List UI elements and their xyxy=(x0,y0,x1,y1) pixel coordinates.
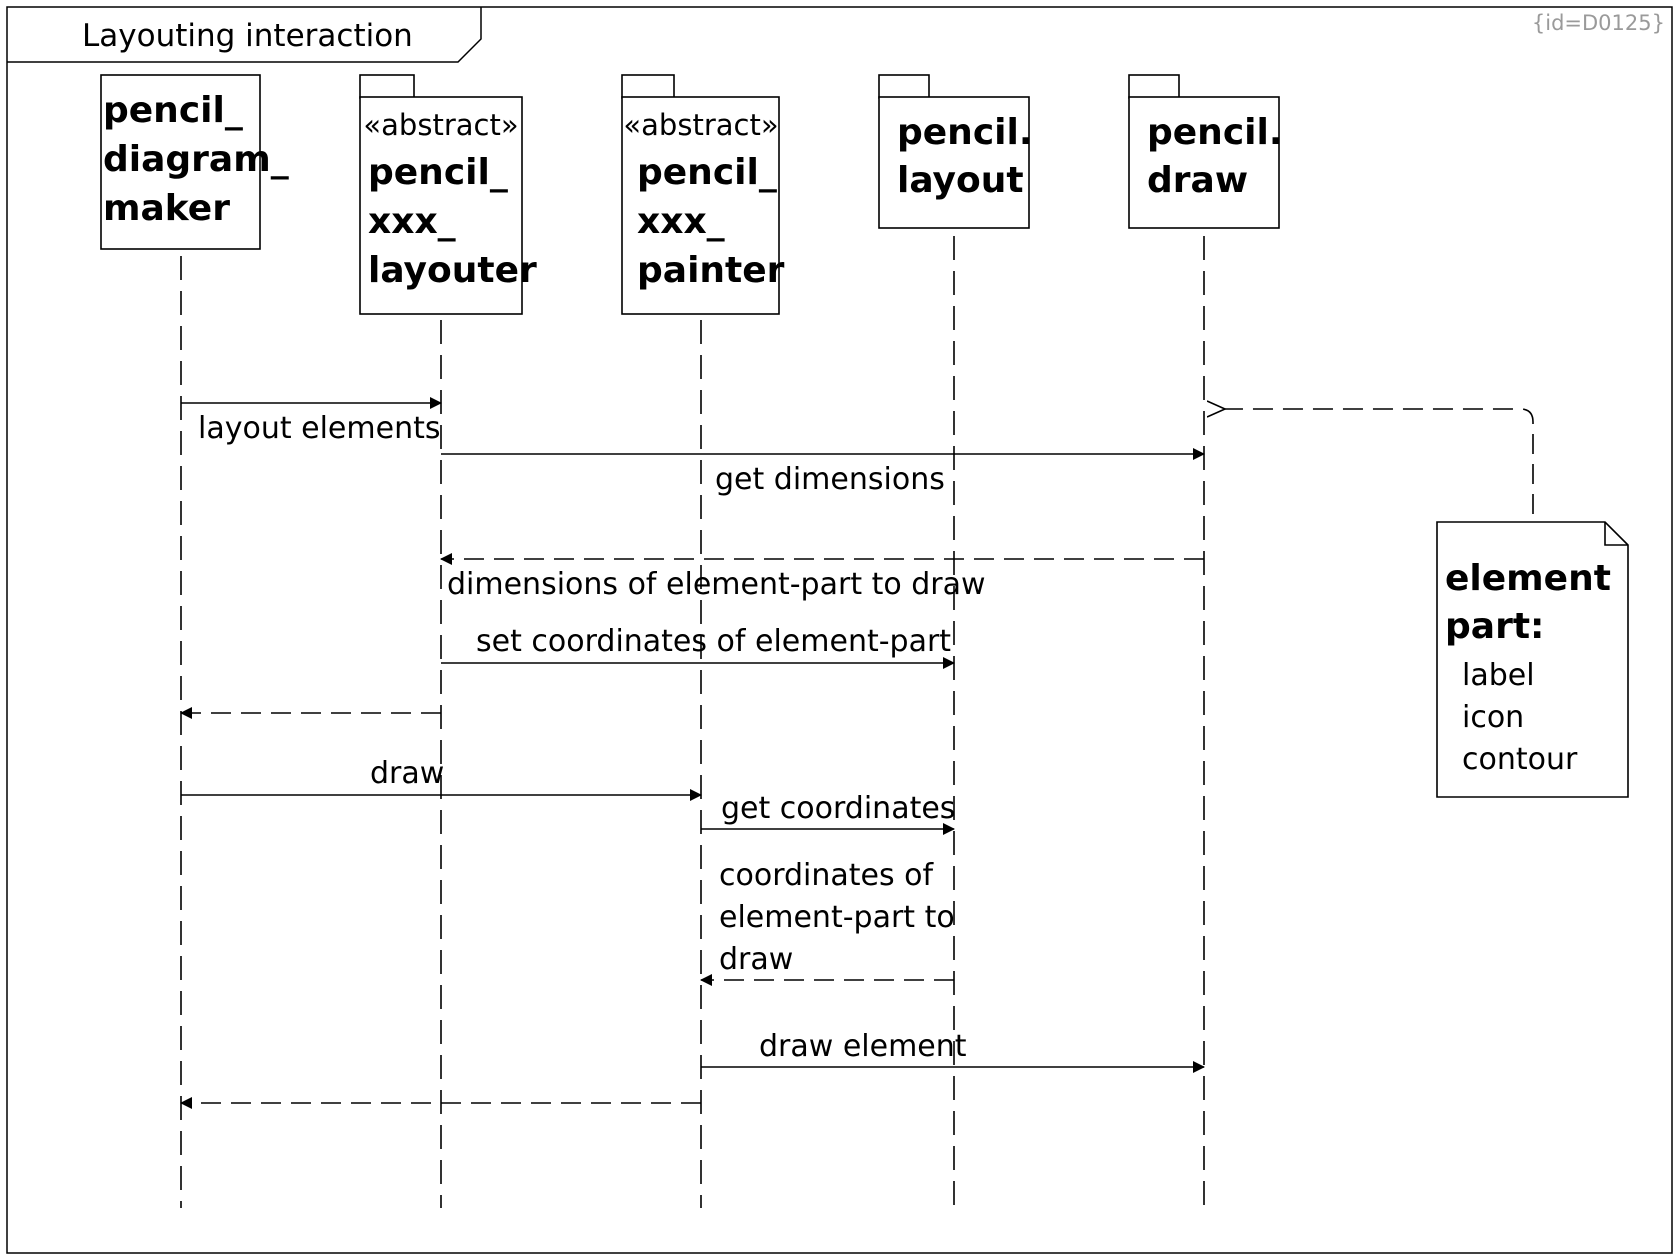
message-label-layout-elements: layout elements xyxy=(198,411,440,446)
frame-title-tab xyxy=(7,7,482,63)
message-label-draw-element: draw element xyxy=(759,1029,967,1064)
note-element-part: element part: label icon contour xyxy=(1436,521,1629,798)
frame-id-tag: {id=D0125} xyxy=(1532,11,1665,35)
note-title: element part: xyxy=(1445,558,1623,647)
participant-maker-name: pencil_ diagram_ maker xyxy=(103,90,301,229)
message-label-set-coordinates: set coordinates of element-part xyxy=(476,624,951,659)
message-label-dimensions-return: dimensions of element-part to draw xyxy=(447,567,986,602)
diagram-frame xyxy=(6,6,1673,1254)
participant-layouter: «abstract» pencil_ xxx_ layouter xyxy=(359,74,537,315)
note-items: label icon contour xyxy=(1462,658,1578,777)
message-label-get-coordinates: get coordinates xyxy=(721,791,955,826)
message-label-draw: draw xyxy=(370,756,444,791)
participant-layout: pencil. layout xyxy=(878,74,1045,229)
participant-painter-name: pencil_ xxx_ painter xyxy=(637,152,789,291)
participant-maker: pencil_ diagram_ maker xyxy=(100,74,301,250)
frame-title: Layouting interaction xyxy=(82,18,413,54)
participant-layouter-stereotype: «abstract» xyxy=(363,108,518,142)
participant-draw-name: pencil. draw xyxy=(1147,112,1295,201)
note-connector xyxy=(1225,409,1534,514)
participant-layout-name: pencil. layout xyxy=(897,112,1045,201)
message-label-coordinates-return: coordinates of element-part to draw xyxy=(719,858,964,977)
participant-layouter-name: pencil_ xxx_ layouter xyxy=(368,152,537,291)
participant-painter-stereotype: «abstract» xyxy=(623,108,778,142)
participant-draw: pencil. draw xyxy=(1128,74,1295,229)
message-label-get-dimensions: get dimensions xyxy=(715,462,945,497)
participant-painter: «abstract» pencil_ xxx_ painter xyxy=(621,74,789,315)
